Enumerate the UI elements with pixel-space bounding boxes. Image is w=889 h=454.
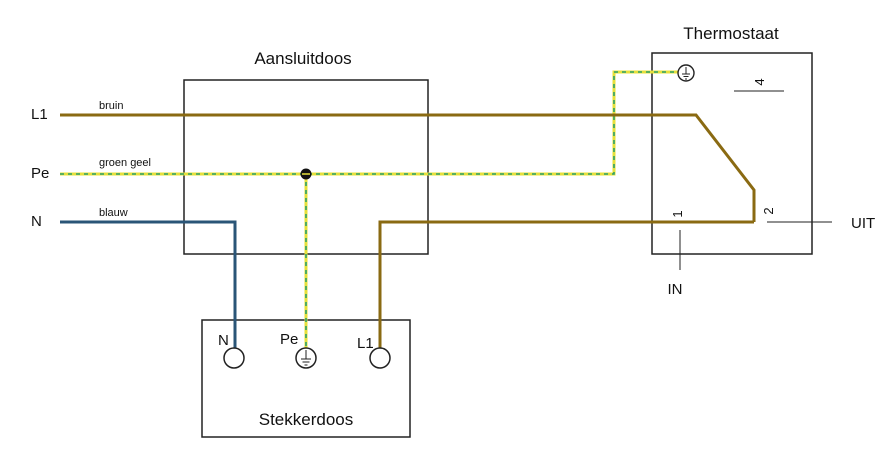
blauw-label: blauw xyxy=(99,207,128,219)
thermostaat-title: Thermostaat xyxy=(683,24,779,43)
l1-line-label: L1 xyxy=(31,106,48,123)
aansluitdoos-title: Aansluitdoos xyxy=(254,49,351,68)
socket-pe-label: Pe xyxy=(280,331,298,348)
terminal-4-label: 4 xyxy=(752,78,767,85)
terminal-1-label: 1 xyxy=(670,210,685,217)
n-line-label: N xyxy=(31,213,42,230)
pe-line-label: Pe xyxy=(31,165,49,182)
phase-wire-in xyxy=(60,113,756,222)
groen-geel-label: groen geel xyxy=(99,157,151,169)
socket-terminal-icon-n xyxy=(223,347,245,369)
in-label: IN xyxy=(668,281,683,298)
bruin-label: bruin xyxy=(99,100,123,112)
terminal-2-label: 2 xyxy=(761,207,776,214)
socket-n-label: N xyxy=(218,332,229,349)
stekkerdoos-title: Stekkerdoos xyxy=(259,410,354,429)
phase-wire-switched xyxy=(378,220,754,348)
socket-l1-label: L1 xyxy=(357,335,374,352)
neutral-wire xyxy=(60,220,237,348)
earth-wire xyxy=(60,70,685,352)
socket-terminal-icon-pe xyxy=(295,347,317,369)
socket-terminal-icon-l1 xyxy=(369,347,391,369)
thermostaat-box xyxy=(651,52,813,255)
ground-icon xyxy=(677,64,695,82)
uit-label: UIT xyxy=(851,215,875,232)
